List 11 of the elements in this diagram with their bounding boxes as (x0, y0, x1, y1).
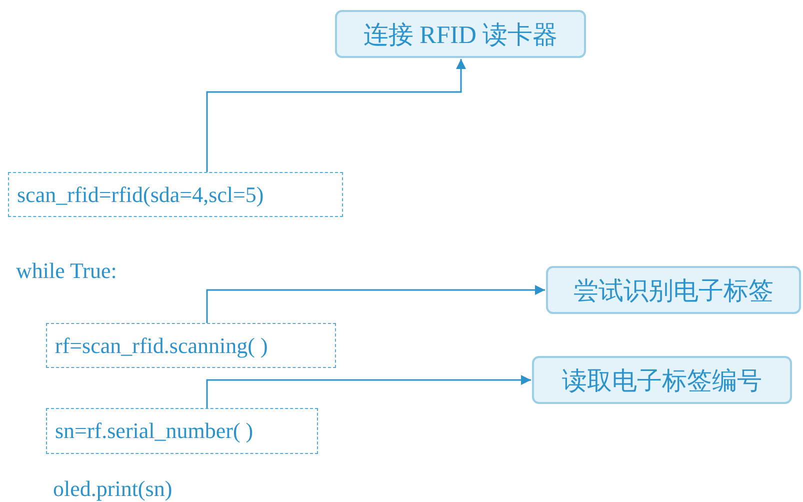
arrow (206, 285, 545, 323)
code-line: while True: (16, 258, 117, 284)
process-box: 尝试识别电子标签 (546, 266, 801, 314)
process-box: 连接 RFID 读卡器 (335, 10, 586, 58)
code-box: rf=scan_rfid.scanning( ) (46, 323, 336, 368)
arrow (206, 59, 466, 172)
code-line: oled.print(sn) (53, 476, 172, 502)
process-box: 读取电子标签编号 (532, 356, 792, 404)
arrow (206, 375, 531, 408)
code-box: sn=rf.serial_number( ) (46, 408, 318, 454)
code-box: scan_rfid=rfid(sda=4,scl=5) (8, 172, 343, 217)
